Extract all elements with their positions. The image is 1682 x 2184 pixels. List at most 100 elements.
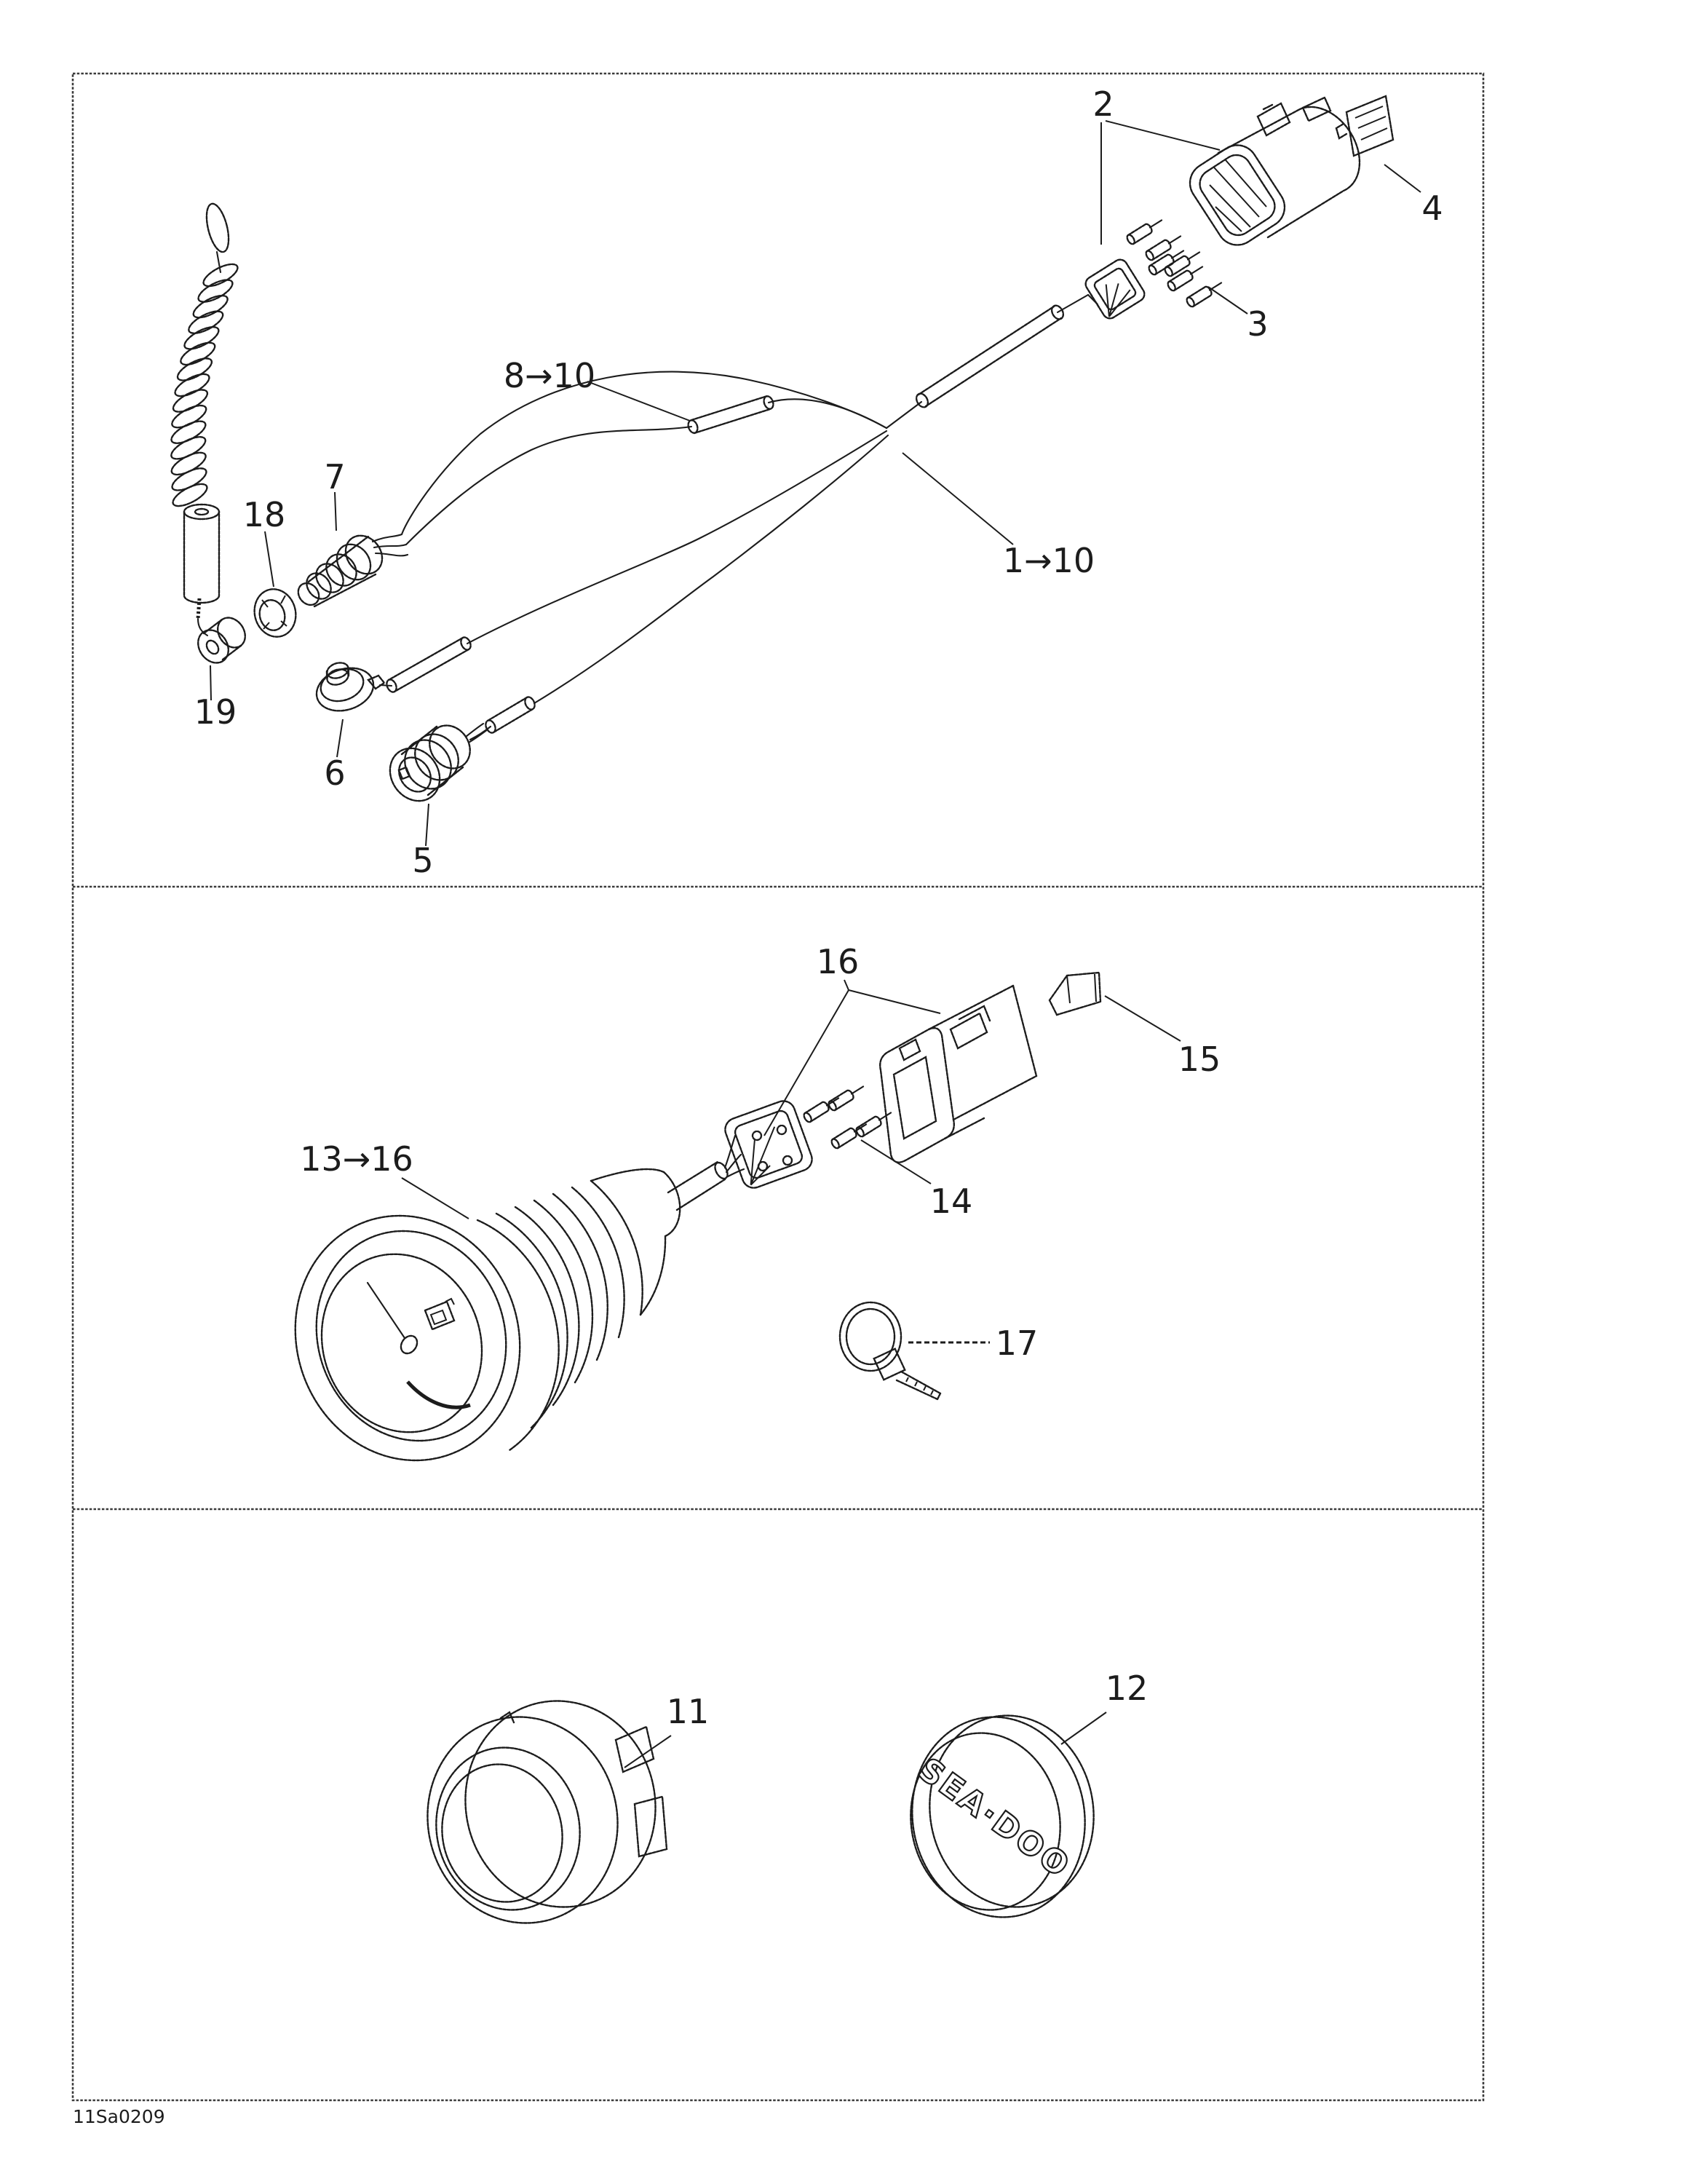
line-art-segment (397, 766, 411, 780)
grommet-part18 (253, 588, 297, 638)
line-art-segment (469, 725, 492, 741)
line-art-segment (1066, 973, 1097, 1004)
line-art-segment (1105, 283, 1131, 317)
line-art-segment (170, 420, 207, 444)
line-art-segment (183, 326, 220, 350)
callout-4: 4 (1421, 189, 1443, 228)
line-art-segment (197, 279, 234, 303)
line-art-segment (1301, 96, 1332, 122)
callout-19: 19 (194, 692, 237, 732)
line-art-segment (1056, 293, 1090, 314)
harness-branch-5 (533, 434, 889, 705)
leader-1-10 (902, 452, 1014, 545)
leader-7 (334, 491, 337, 531)
line-art-segment (533, 1199, 594, 1384)
line-art-segment (197, 617, 209, 637)
line-art-segment (838, 1301, 903, 1372)
callout-2: 2 (1092, 84, 1114, 124)
line-art-segment (427, 1716, 619, 1924)
line-art-segment (325, 668, 350, 679)
harness-branch-6 (466, 430, 888, 645)
line-art-segment (315, 563, 344, 593)
document-code: 11Sa0209 (73, 2106, 165, 2127)
line-art-segment (297, 582, 320, 606)
switch-boot-part7 (297, 534, 384, 608)
line-art-segment (1199, 154, 1276, 237)
leader-5 (425, 803, 429, 847)
line-art-segment (315, 1230, 507, 1442)
line-art-segment (429, 724, 471, 769)
line-art-segment (171, 404, 207, 429)
line-art-segment (344, 534, 384, 575)
line-art-segment (776, 1124, 788, 1136)
line-art-segment (949, 1012, 988, 1050)
line-art-segment (1087, 293, 1099, 306)
gauge-dial-mark (406, 1380, 471, 1409)
line-art-segment (460, 636, 472, 651)
line-art-segment (687, 419, 699, 434)
line-art-segment (885, 400, 923, 430)
bezel-ring-part11 (427, 1700, 668, 1924)
line-art-segment (873, 1348, 906, 1381)
bezel-slot-1 (614, 1725, 655, 1773)
line-art-segment (929, 1714, 1095, 1908)
fuel-gauge-part13-16 (294, 1134, 745, 1462)
leader-16 (763, 979, 941, 1136)
line-art-segment (514, 1206, 580, 1406)
lock-wedge-part15 (1048, 971, 1102, 1016)
line-art-segment (1345, 95, 1395, 157)
line-art-segment (205, 639, 220, 655)
figure-frame (71, 72, 1485, 2102)
line-art-segment (307, 535, 377, 608)
line-art-segment (690, 395, 771, 435)
line-art-segment (464, 1700, 656, 1908)
line-art-segment (194, 507, 210, 516)
leader-8-10 (587, 381, 691, 422)
line-art-segment (371, 533, 409, 557)
line-art-segment (1298, 106, 1361, 192)
line-art-segment (180, 341, 216, 366)
callout-17: 17 (996, 1324, 1039, 1363)
line-art-segment (915, 392, 929, 408)
line-art-segment (1354, 106, 1388, 141)
line-art-segment (898, 1038, 921, 1061)
line-art-segment (386, 678, 397, 693)
line-art-segment (424, 1300, 456, 1331)
line-art-segment (253, 588, 297, 638)
line-art-segment (724, 1100, 813, 1189)
line-art-segment (170, 436, 207, 460)
callout-12: 12 (1106, 1669, 1149, 1708)
line-art-segment (662, 1171, 681, 1238)
connector-plug-part2-group (1084, 258, 1146, 320)
callout-3: 3 (1247, 304, 1268, 344)
callout-11: 11 (667, 1692, 710, 1731)
line-art-segment (895, 1370, 942, 1401)
line-art-segment (367, 674, 386, 690)
callout-7: 7 (324, 457, 345, 496)
callout-15: 15 (1178, 1040, 1221, 1079)
gauge-needle-hub (400, 1334, 418, 1355)
callout-1-10: 1→10 (1003, 541, 1095, 580)
line-art-segment (183, 503, 221, 521)
line-art-segment (306, 572, 332, 600)
sleeve-tube-8-10 (687, 395, 774, 435)
line-art-segment (782, 1155, 793, 1166)
leader-4 (1384, 164, 1421, 193)
line-art-segment (398, 756, 432, 793)
line-art-segment (320, 1253, 483, 1433)
line-art-segment (202, 618, 242, 661)
leader-6 (336, 719, 344, 758)
leader-19 (210, 665, 212, 701)
line-art-segment (1335, 122, 1348, 140)
bezel-slot-2 (633, 1795, 668, 1858)
line-art-segment (476, 1219, 560, 1452)
line-art-segment (197, 629, 229, 664)
harness-wires (371, 293, 1090, 741)
line-art-segment (571, 1186, 625, 1339)
line-art-segment (261, 595, 287, 630)
callout-6: 6 (324, 753, 345, 793)
line-art-segment (414, 733, 459, 781)
line-art-segment (714, 1161, 729, 1180)
